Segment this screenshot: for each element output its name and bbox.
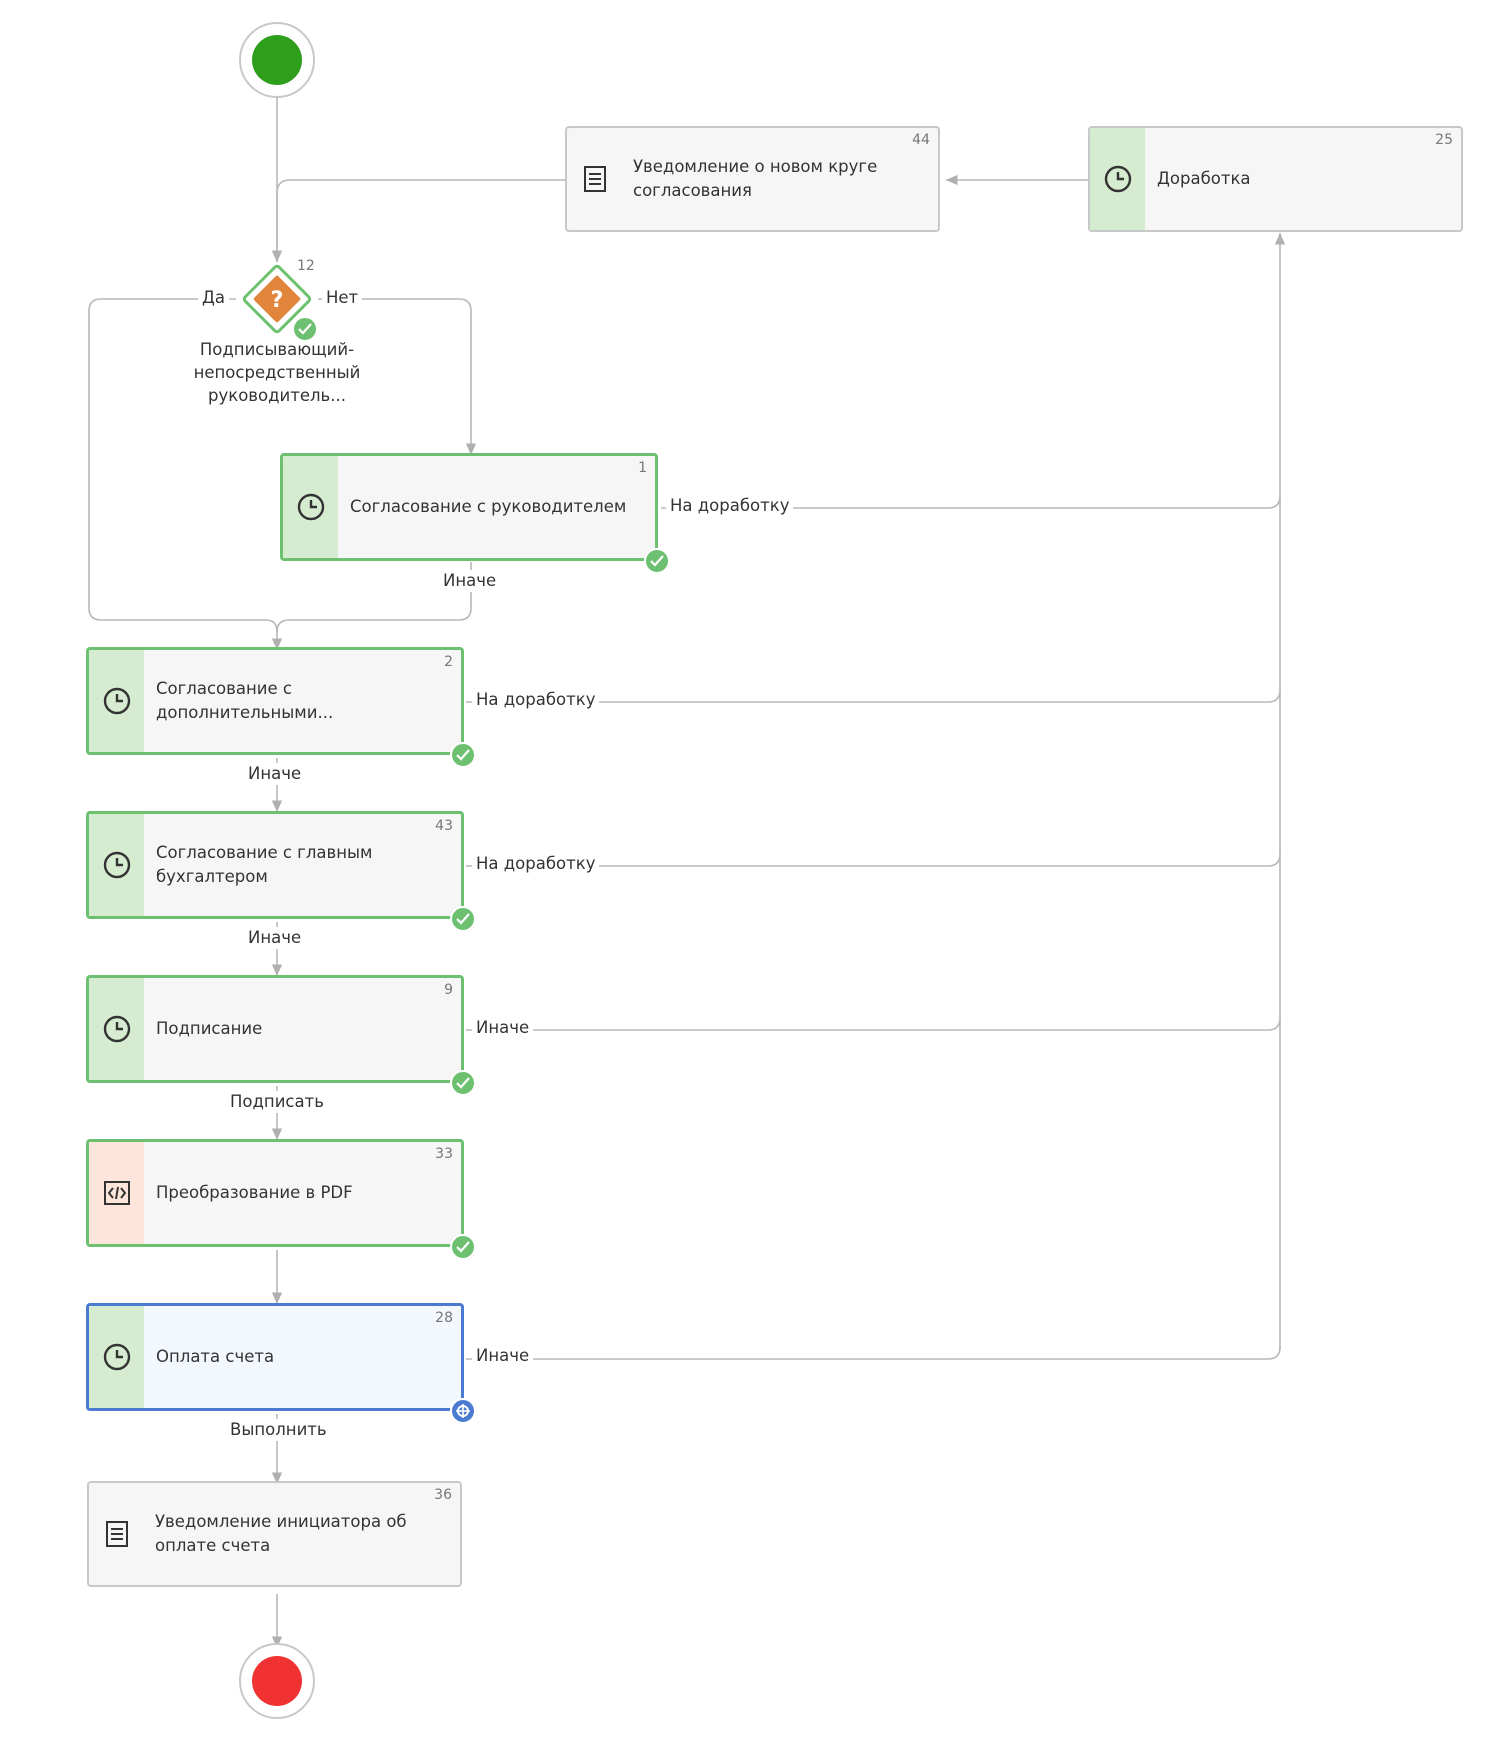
edge-label-signing-else: Иначе [472,1017,534,1039]
edge-label-accountant-rework: На доработку [472,853,600,875]
task-number: 33 [435,1146,453,1162]
gateway-label: Подписывающий- непосредственный руководи… [192,338,362,407]
gateway-number: 12 [297,255,315,277]
edge-accountant-rework [466,853,1281,867]
edge-pay-else [466,1346,1281,1360]
task-number: 9 [444,982,453,998]
code-icon [104,1181,130,1205]
task-number: 43 [435,818,453,834]
document-icon [584,166,606,192]
check-icon [644,548,670,574]
edge-manager-rework [661,495,1281,509]
gateway-label-line3: руководитель... [207,386,347,405]
edge-label-additional-rework: На доработку [472,689,600,711]
in-progress-icon [450,1398,476,1424]
task-approve-manager[interactable]: 1 Согласование с руководителем [280,453,658,561]
check-icon [450,742,476,768]
clock-icon [103,851,131,879]
check-icon [450,1234,476,1260]
gateway-yes-label: Да [198,287,230,309]
task-label: Согласование с руководителем [350,497,627,516]
edge-label-signing-sign: Подписать [226,1091,328,1113]
gateway[interactable]: ? [236,258,318,340]
clock-icon [103,687,131,715]
task-pay-invoice[interactable]: 28 Оплата счета [86,1303,464,1411]
edge-gateway-no [318,298,477,455]
task-notify-new-round[interactable]: 44 Уведомление о новом круге согласовани… [565,126,940,232]
edge-gateway-yes [88,298,283,650]
task-approve-accountant[interactable]: 43 Согласование с главным бухгалтером [86,811,464,919]
check-icon [450,906,476,932]
task-number: 2 [444,654,453,670]
task-notify-paid[interactable]: 36 Уведомление инициатора об оплате счет… [87,1481,462,1587]
edge-additional-rework [466,689,1281,703]
edge-label-manager-rework: На доработку [666,495,794,517]
edge-notify-gateway [271,179,570,262]
document-icon [106,1521,128,1547]
gateway-diamond-icon: ? [242,264,312,334]
task-label: Оплата счета [156,1347,275,1366]
clock-icon [103,1015,131,1043]
gateway-label-line2: непосредственный [193,363,361,382]
task-convert-pdf[interactable]: 33 Преобразование в PDF [86,1139,464,1247]
task-number: 28 [435,1310,453,1326]
gateway-no-label: Нет [322,287,363,309]
task-label: Уведомление о новом круге согласования [633,157,878,200]
clock-icon [103,1343,131,1371]
task-number: 44 [912,132,930,148]
gateway-check-icon [292,316,318,342]
task-label: Согласование с дополнительными... [156,679,334,722]
start-event[interactable] [239,22,315,98]
task-label: Согласование с главным бухгалтером [156,843,373,886]
edge-manager-else [276,562,472,633]
task-label: Доработка [1157,169,1251,188]
edge-label-additional-else: Иначе [244,763,306,785]
edge-label-accountant-else: Иначе [244,927,306,949]
check-icon [450,1070,476,1096]
edge-label-pay-done: Выполнить [226,1419,331,1441]
clock-icon [1104,165,1132,193]
task-signing[interactable]: 9 Подписание [86,975,464,1083]
task-number: 25 [1435,132,1453,148]
task-number: 1 [638,460,647,476]
task-approve-additional[interactable]: 2 Согласование с дополнительными... [86,647,464,755]
edge-label-pay-else: Иначе [472,1345,534,1367]
task-label: Уведомление инициатора об оплате счета [155,1512,407,1555]
task-label: Преобразование в PDF [156,1183,353,1202]
clock-icon [297,493,325,521]
task-label: Подписание [156,1019,263,1038]
end-event[interactable] [239,1643,315,1719]
task-rework[interactable]: 25 Доработка [1088,126,1463,232]
start-event-dot [252,35,302,85]
edge-signing-else [466,1017,1281,1031]
edge-label-manager-else: Иначе [439,570,501,592]
gateway-symbol: ? [271,288,284,313]
end-event-dot [252,1656,302,1706]
gateway-label-line1: Подписывающий- [199,340,355,359]
task-number: 36 [434,1487,452,1503]
